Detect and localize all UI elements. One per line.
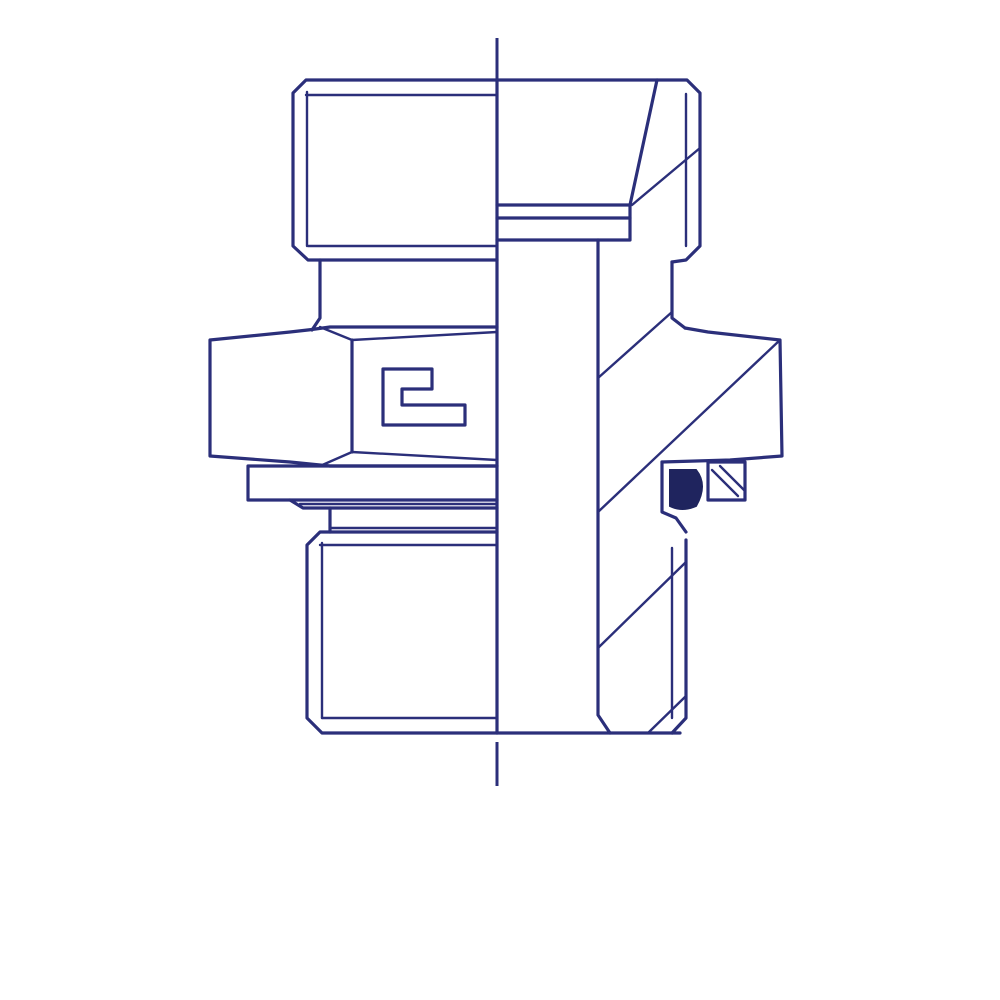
upper-body-section-right — [495, 78, 702, 264]
collar-left — [246, 464, 499, 510]
backup-ring — [710, 464, 746, 498]
hex-nut-left — [208, 325, 499, 468]
lower-thread-outline-left — [305, 530, 499, 735]
upper-thread-outline-left — [291, 78, 499, 262]
lower-neck-left — [328, 506, 499, 534]
maker-logo — [381, 367, 467, 427]
section-hatching — [596, 146, 782, 735]
oring-seal — [669, 469, 703, 510]
bore-section-right — [495, 238, 682, 735]
neck-groove-right — [670, 260, 687, 330]
oring-groove-right — [660, 460, 747, 534]
hex-section-right — [660, 326, 784, 464]
neck-left — [310, 258, 322, 332]
